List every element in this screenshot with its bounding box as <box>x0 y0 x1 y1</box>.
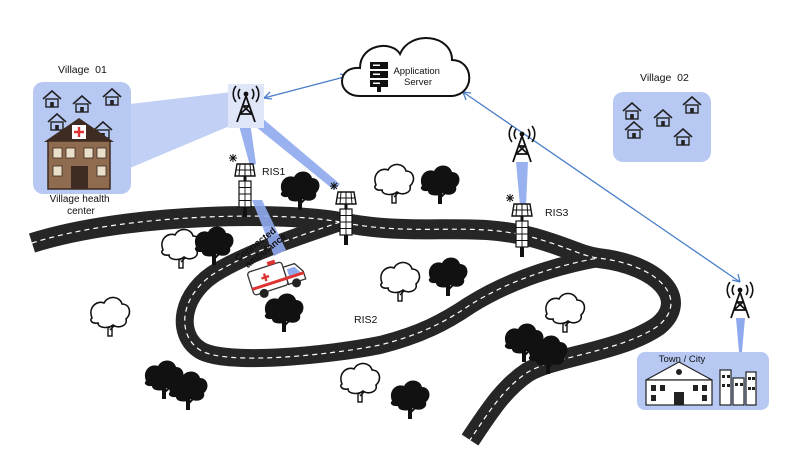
health-center-label-line2: center <box>67 206 95 217</box>
communication-links <box>263 73 741 283</box>
signal-beams <box>238 118 528 256</box>
ris2-label: RIS2 <box>354 314 378 326</box>
server-rack-icon <box>370 62 388 92</box>
ris3-label: RIS3 <box>545 207 569 219</box>
application-server-cloud <box>341 37 471 97</box>
town-city-panel <box>637 318 769 410</box>
city-buildings-icon <box>645 361 757 406</box>
tower-3 <box>508 125 536 163</box>
village-01-title: Village 01 <box>58 64 107 76</box>
village-01-panel <box>33 82 232 194</box>
town-city-label: Town / City <box>659 354 706 365</box>
road <box>28 206 681 446</box>
village-02-panel <box>613 92 711 162</box>
ris1-label: RIS1 <box>262 166 286 178</box>
health-center-icon <box>44 118 114 190</box>
village-02-title: Village 02 <box>640 72 689 84</box>
server-label-line1: Application <box>393 66 439 77</box>
tower-1 <box>228 84 264 128</box>
ambulance-icon <box>247 259 307 298</box>
server-label-line2: Server <box>404 77 432 88</box>
health-center-label: Village health center <box>50 194 113 217</box>
tower-city <box>726 281 754 319</box>
health-center-label-line1: Village health <box>50 194 110 205</box>
server-label: Application Server <box>393 66 442 88</box>
